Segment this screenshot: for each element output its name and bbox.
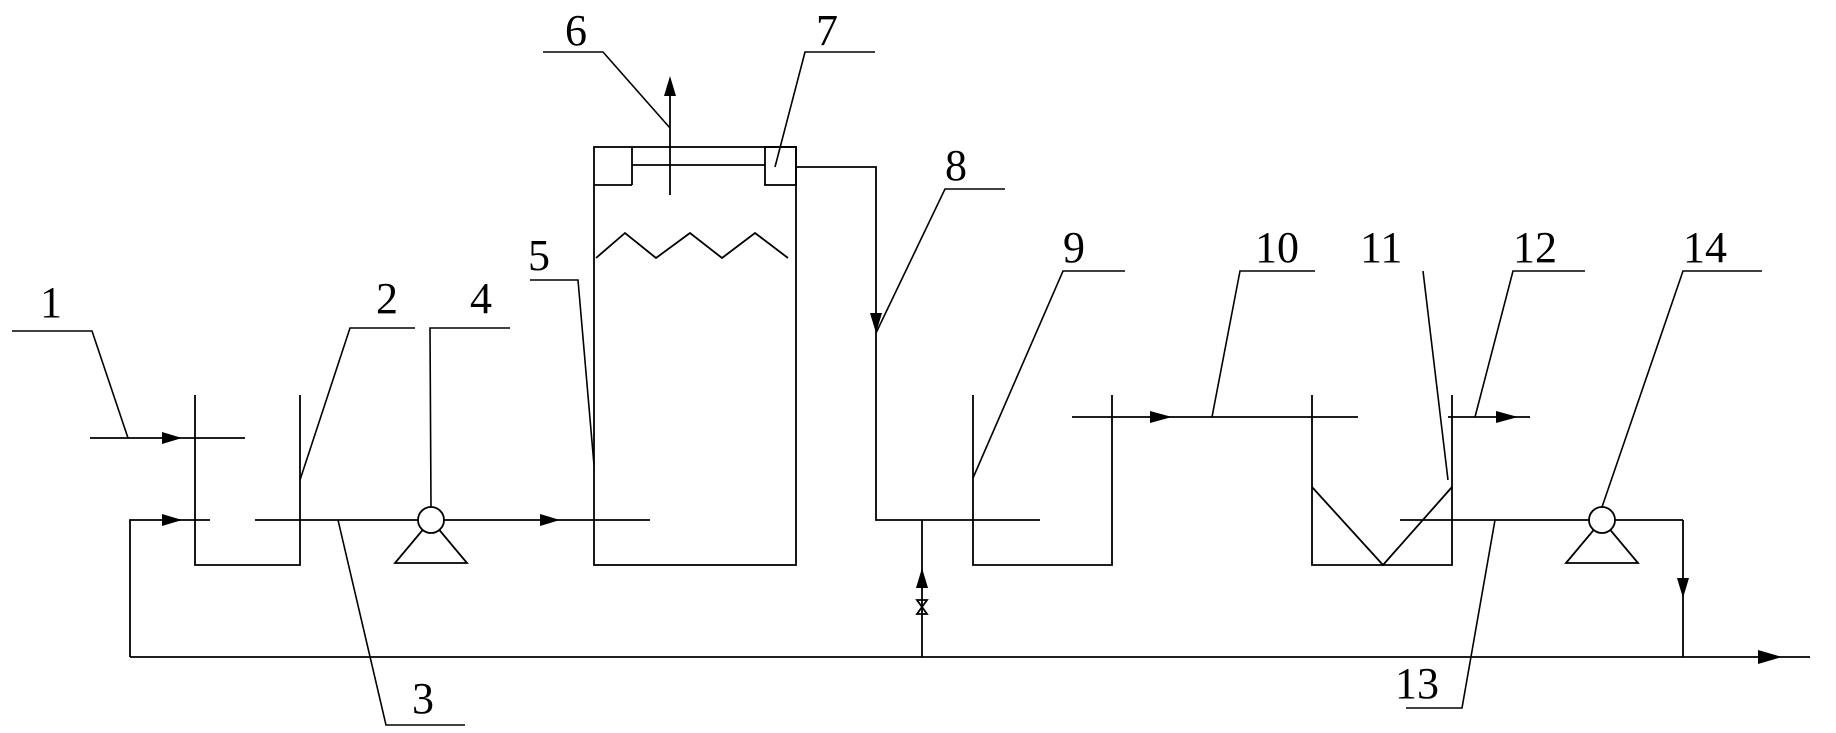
sludge-pump bbox=[1564, 506, 1640, 564]
equalization-tank bbox=[90, 395, 650, 657]
label-9: 9 bbox=[1063, 223, 1085, 272]
overflow-arrow bbox=[870, 313, 882, 333]
inlet-arrow bbox=[162, 432, 182, 444]
effluent-arrow bbox=[1496, 411, 1518, 423]
feed-pump bbox=[393, 506, 469, 564]
label-3: 3 bbox=[412, 674, 434, 723]
recycle-inlet-arrow bbox=[162, 514, 182, 526]
sludge-drop-arrow bbox=[1677, 578, 1689, 598]
feed-arrow bbox=[540, 514, 560, 526]
bypass-arrow bbox=[916, 568, 928, 588]
label-11: 11 bbox=[1360, 223, 1402, 272]
label-7: 7 bbox=[816, 6, 838, 55]
valve-icon bbox=[915, 599, 929, 615]
intermediate-tank bbox=[972, 395, 1113, 566]
overflow-pipe bbox=[796, 166, 1040, 521]
label-6: 6 bbox=[565, 6, 587, 55]
label-14: 14 bbox=[1683, 223, 1727, 272]
gas-outlet-arrow bbox=[664, 76, 676, 96]
transfer-arrow bbox=[1150, 411, 1172, 423]
label-10: 10 bbox=[1255, 223, 1299, 272]
discharge-arrow bbox=[1758, 650, 1782, 664]
label-12: 12 bbox=[1513, 223, 1557, 272]
label-1: 1 bbox=[40, 278, 62, 327]
label-8: 8 bbox=[945, 141, 967, 190]
label-2: 2 bbox=[376, 274, 398, 323]
reactor bbox=[593, 146, 797, 566]
settling-tank bbox=[1311, 395, 1453, 567]
label-4: 4 bbox=[470, 274, 492, 323]
label-5: 5 bbox=[528, 231, 550, 280]
label-13: 13 bbox=[1395, 659, 1439, 708]
leader-lines bbox=[12, 51, 1762, 726]
